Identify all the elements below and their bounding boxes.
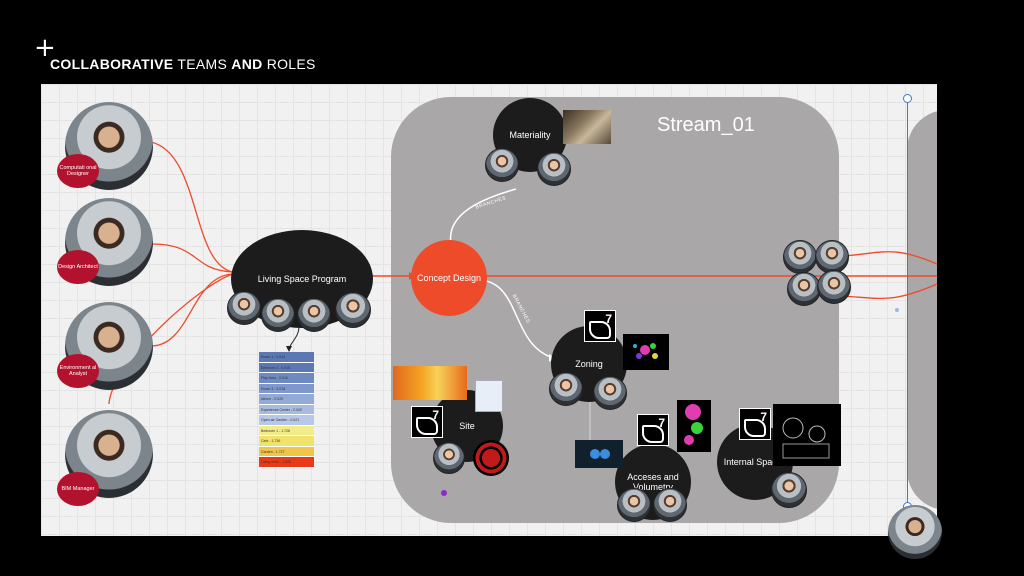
connector-line[interactable] (840, 283, 937, 300)
rhino-horn (642, 425, 664, 443)
rhino-version: 7 (432, 408, 439, 422)
team-avatar[interactable] (433, 442, 465, 474)
team-avatar[interactable] (787, 272, 821, 306)
team-avatar[interactable] (617, 488, 651, 522)
site-document-thumbnail[interactable] (475, 380, 503, 412)
volumetry-thumbnail[interactable] (677, 400, 711, 452)
node-label: Internal Spaces (723, 457, 787, 467)
rhino-icon: 7 (411, 406, 443, 438)
zoning-thumbnail[interactable] (623, 334, 669, 370)
connector-lines (108, 141, 937, 450)
team-avatar[interactable] (261, 298, 295, 332)
stream-title: Stream_01 (657, 114, 755, 136)
page-title: COLLABORATIVE TEAMS AND ROLES (50, 56, 316, 72)
presenter-avatar[interactable] (888, 505, 942, 559)
whiteboard-canvas[interactable]: Stream_01 BRANCHES BRANCHES Computati on… (41, 84, 937, 536)
node-label: Zoning (575, 359, 603, 369)
volumetry-graph-icon (684, 404, 703, 445)
rhino-horn (416, 417, 438, 435)
title-part: AND (231, 56, 263, 72)
ladybug-icon (473, 440, 509, 476)
stream-02-container[interactable] (907, 110, 937, 510)
acceses-graph-icon (590, 449, 610, 459)
team-avatar[interactable] (815, 240, 849, 274)
selection-line[interactable] (907, 98, 908, 506)
concept-design-node[interactable]: Concept Design (411, 240, 487, 316)
rhino-version: 7 (760, 410, 767, 424)
role-badge: Design Architect (57, 250, 99, 284)
team-avatar[interactable] (549, 372, 583, 406)
connector-line[interactable] (150, 141, 234, 273)
node-label: Site (459, 421, 475, 431)
branch-line[interactable] (449, 188, 517, 245)
rhino-version: 7 (658, 416, 665, 430)
title-part: COLLABORATIVE (50, 56, 174, 72)
team-avatar[interactable] (593, 376, 627, 410)
plus-icon: + (34, 33, 56, 63)
team-avatar[interactable] (783, 240, 817, 274)
rhino-horn (589, 321, 611, 339)
team-avatar[interactable] (335, 292, 371, 328)
program-list-item: Room 1 - 0.014 (259, 352, 314, 363)
selection-dot (895, 308, 899, 312)
program-list-item: Play Area - 0.016 (259, 373, 314, 384)
node-label: Acceses and Volumetry (627, 472, 679, 492)
connector-line[interactable] (150, 273, 234, 347)
rhino-version: 7 (605, 312, 612, 326)
node-label: Materiality (509, 130, 551, 140)
team-avatar[interactable] (817, 270, 851, 304)
program-list-item: Room 3 - 0.018 (259, 383, 314, 394)
title-part: ROLES (262, 56, 316, 72)
node-label: Concept Design (416, 273, 482, 283)
program-list-item: Bedroom 1 - 1.726 (259, 425, 314, 436)
program-list-item: Bedroom 2 - 0.015 (259, 362, 314, 373)
connector-line[interactable] (150, 243, 234, 273)
role-badge: Computati onal Designer (57, 154, 99, 188)
title-part: TEAMS (173, 56, 232, 72)
team-avatar[interactable] (537, 152, 571, 186)
node-label: Living Space Program (257, 274, 347, 284)
team-avatar[interactable] (485, 148, 519, 182)
cursor-dot (441, 490, 447, 496)
rhino-icon: 7 (637, 414, 669, 446)
site-heatmap-thumbnail[interactable] (393, 366, 467, 400)
rhino-icon: 7 (739, 408, 771, 440)
selection-handle[interactable] (903, 94, 912, 103)
internal-spaces-plan-icon (782, 417, 830, 459)
team-avatar[interactable] (653, 488, 687, 522)
internal-spaces-thumbnail[interactable] (773, 404, 841, 466)
connector-line[interactable] (840, 251, 937, 265)
program-list-item: Living room - 1.826 (259, 457, 314, 468)
program-list-item: Cafe - 1.736 (259, 436, 314, 447)
role-badge: BIM Manager (57, 472, 99, 506)
program-list-item: Experience Center - 0.020 (259, 404, 314, 415)
program-list-item: Atrium - 0.020 (259, 394, 314, 405)
rhino-icon: 7 (584, 310, 616, 342)
program-list-item: Garden - 1.727 (259, 446, 314, 457)
branch-line[interactable] (480, 279, 554, 359)
acceses-thumbnail[interactable] (575, 440, 623, 468)
arrow-head (286, 346, 292, 352)
team-avatar[interactable] (227, 291, 261, 325)
program-list-item: Open-air Garden - 0.021 (259, 415, 314, 426)
materiality-thumbnail[interactable] (563, 110, 611, 144)
team-avatar[interactable] (297, 298, 331, 332)
connector-line[interactable] (288, 325, 300, 349)
team-avatar[interactable] (771, 472, 807, 508)
rhino-horn (744, 419, 766, 437)
zoning-graph-icon (633, 343, 658, 359)
role-badge: Environment al Analyst (57, 354, 99, 388)
